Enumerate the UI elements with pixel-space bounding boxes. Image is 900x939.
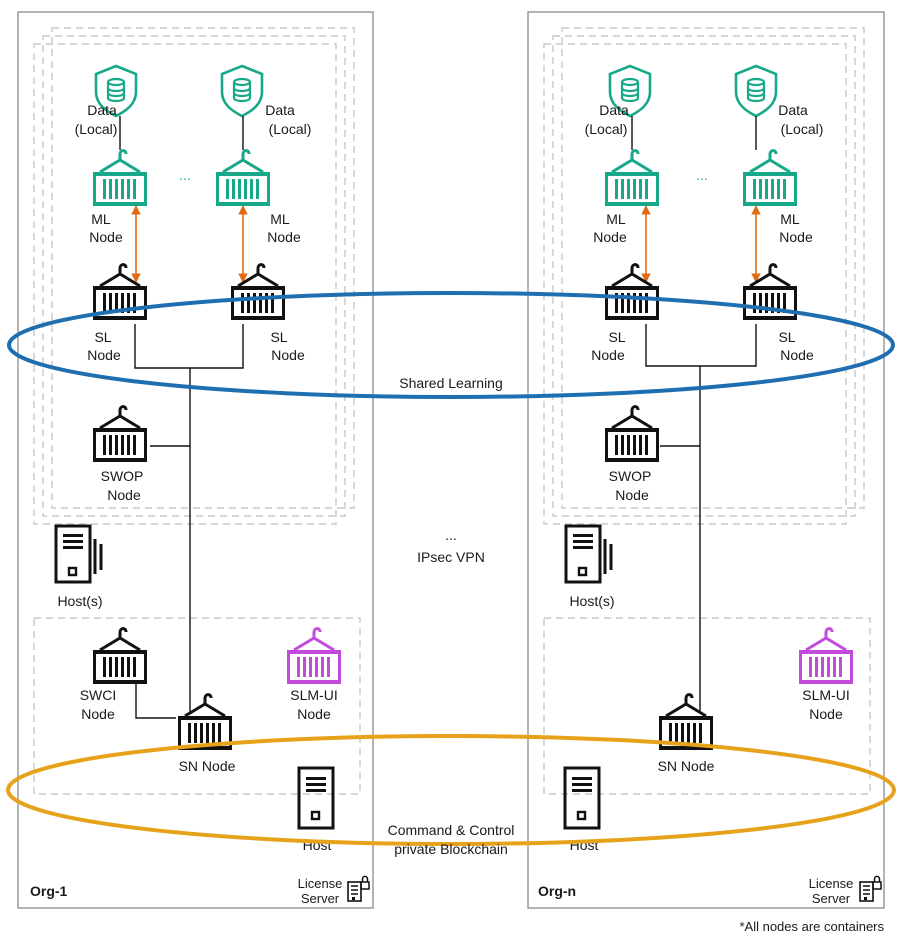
sn-node-label: SN Node: [179, 758, 236, 774]
footnote: *All nodes are containers: [739, 919, 884, 934]
blockchain-label: private Blockchain: [394, 841, 508, 857]
ml-node-label: ML: [780, 211, 800, 227]
sl-node-container-icon: [603, 263, 661, 322]
ml-node-container-icon: [214, 149, 272, 208]
license-server-icon: [347, 875, 370, 902]
slm-ui-node-label: SLM-UI: [802, 687, 849, 703]
sl-ellipsis: ...: [186, 290, 198, 306]
slm-ui-node-label: SLM-UI: [290, 687, 337, 703]
org-n-stack-back-1: [552, 35, 856, 517]
org-n-lower-dashed-box: [543, 617, 871, 795]
sl-node-label: SL: [608, 329, 625, 345]
vpn-ellipsis: ...: [445, 527, 457, 543]
database-shield-icon: [734, 64, 778, 118]
sl-ellipsis: ...: [696, 290, 708, 306]
ml-node-container-icon: [603, 149, 661, 208]
ml-node-label: Node: [779, 229, 813, 245]
sl-node-label: Node: [87, 347, 121, 363]
swci-node-container-icon: [91, 627, 149, 686]
org-1-network-wires: [134, 324, 244, 719]
ml-ellipsis: ...: [696, 167, 708, 183]
ml-node-label: Node: [89, 229, 123, 245]
hosts-server-icon: [564, 524, 613, 584]
org-1-group: Data (Local) Data (Local) ... ML Node ML…: [17, 11, 374, 909]
org-name: Org-1: [30, 883, 68, 899]
data-label: Data: [778, 102, 808, 118]
org-n-stack-front: [543, 43, 847, 525]
hosts-label: Host(s): [57, 593, 102, 609]
org-1-lower-dashed-box: [33, 617, 361, 795]
org-1-box: [17, 11, 374, 909]
slm-ui-node-label: Node: [297, 706, 331, 722]
org-n-network-wires: [645, 324, 757, 712]
license-label: Server: [301, 891, 340, 906]
sl-node-label: Node: [591, 347, 625, 363]
host-server-icon: [297, 766, 335, 830]
ml-node-label: Node: [267, 229, 301, 245]
sl-node-label: Node: [271, 347, 305, 363]
license-label: License: [298, 876, 343, 891]
slm-ui-node-container-icon: [285, 627, 343, 686]
hosts-label: Host(s): [569, 593, 614, 609]
ml-node-label: Node: [593, 229, 627, 245]
org-name: Org-n: [538, 883, 576, 899]
ml-node-label: ML: [91, 211, 111, 227]
slm-ui-node-label: Node: [809, 706, 843, 722]
license-label: Server: [812, 891, 851, 906]
data-label: (Local): [585, 121, 628, 137]
blockchain-label: Command & Control: [388, 822, 515, 838]
data-link: [631, 116, 757, 150]
swop-node-label: Node: [107, 487, 141, 503]
shared-learning-ring: [7, 291, 895, 399]
data-label: (Local): [269, 121, 312, 137]
data-label: Data: [265, 102, 295, 118]
sl-node-label: Node: [780, 347, 814, 363]
swop-node-container-icon: [603, 405, 661, 464]
data-label: (Local): [75, 121, 118, 137]
org-1-stack-front: [33, 43, 337, 525]
org-1-stack-back-2: [51, 27, 355, 509]
data-label: Data: [599, 102, 629, 118]
swci-node-label: SWCI: [80, 687, 117, 703]
ml-node-label: ML: [606, 211, 626, 227]
blockchain-ring: [6, 734, 896, 846]
ml-ellipsis: ...: [179, 167, 191, 183]
hosts-server-icon: [54, 524, 103, 584]
license-server-icon: [859, 875, 882, 902]
slm-ui-node-container-icon: [797, 627, 855, 686]
sn-node-label: SN Node: [658, 758, 715, 774]
ipsec-vpn-label: IPsec VPN: [417, 549, 485, 565]
data-label: Data: [87, 102, 117, 118]
database-shield-icon: [220, 64, 264, 118]
shared-learning-label: Shared Learning: [399, 375, 503, 391]
swop-node-label: SWOP: [101, 468, 144, 484]
swop-node-label: SWOP: [609, 468, 652, 484]
data-label: (Local): [781, 121, 824, 137]
sl-node-label: SL: [94, 329, 111, 345]
org-n-stack-back-2: [561, 27, 865, 509]
data-link: [119, 116, 244, 150]
swci-node-label: Node: [81, 706, 115, 722]
swop-node-label: Node: [615, 487, 649, 503]
org-n-group: Data (Local) Data (Local) ... ML Node ML…: [527, 11, 885, 909]
ml-node-label: ML: [270, 211, 290, 227]
swop-node-container-icon: [91, 405, 149, 464]
ml-node-container-icon: [741, 149, 799, 208]
license-label: License: [809, 876, 854, 891]
ml-node-container-icon: [91, 149, 149, 208]
sl-node-container-icon: [229, 263, 287, 322]
org-n-box: [527, 11, 885, 909]
sl-node-label: SL: [270, 329, 287, 345]
host-server-icon: [563, 766, 601, 830]
org-1-stack-back-1: [42, 35, 346, 517]
sl-node-label: SL: [778, 329, 795, 345]
